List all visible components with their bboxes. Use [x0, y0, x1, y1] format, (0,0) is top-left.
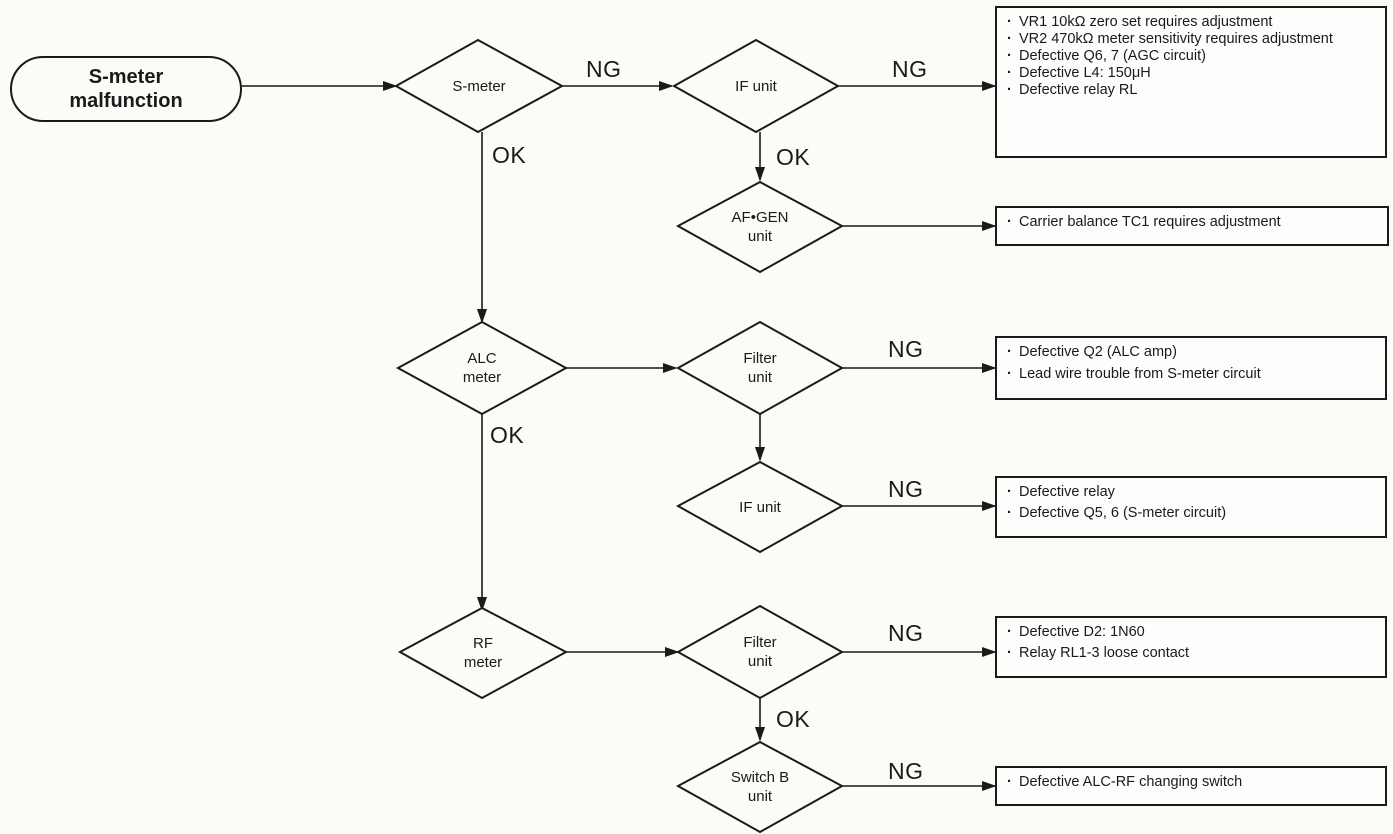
edge-label-ng-filter-unit-2: NG [888, 620, 924, 646]
decision-filter-unit-1-shape [675, 320, 845, 416]
decision-rf-meter-shape [397, 606, 569, 700]
decision-s-meter: S-meter [396, 40, 562, 132]
decision-rf-meter-label-line1: RF [473, 635, 493, 652]
result-box-if-unit-1: VR1 10kΩ zero set requires adjustment VR… [995, 6, 1387, 158]
result-box-switch-b-unit: Defective ALC-RF changing switch [995, 766, 1387, 806]
decision-af-gen-label-line2: unit [747, 228, 773, 245]
decision-filter-unit-1-label-line2: unit [747, 369, 773, 386]
decision-if-unit-1-label: IF unit [735, 77, 777, 95]
start-label-line1: S-meter [88, 66, 164, 88]
decision-switch-b-shape [675, 740, 845, 834]
decision-if-unit-2-label: IF unit [739, 498, 781, 516]
decision-switch-b-unit: Switch B unit [678, 742, 842, 832]
decision-af-gen-unit: AF•GEN unit [678, 182, 842, 272]
edge-label-ng-filter-unit-1: NG [888, 336, 924, 362]
decision-alc-meter-label-line1: ALC [467, 350, 497, 367]
result-item: Relay RL1-3 loose contact [1007, 645, 1375, 662]
decision-alc-meter: ALC meter [398, 322, 566, 414]
decision-rf-meter: RF meter [400, 608, 566, 698]
decision-if-unit-1: IF unit [674, 40, 838, 132]
decision-filter-unit-1-label-line1: Filter [743, 350, 777, 367]
result-item: VR1 10kΩ zero set requires adjustment [1007, 14, 1375, 31]
decision-if-unit-2: IF unit [678, 462, 842, 552]
edge-label-ok-if-unit-1: OK [776, 144, 811, 170]
decision-filter-unit-1: Filter unit [678, 322, 842, 414]
decision-s-meter-label: S-meter [452, 77, 506, 95]
result-item: Defective relay [1007, 484, 1375, 501]
decision-switch-b-label-line1: Switch B [730, 769, 790, 786]
result-item: Defective ALC-RF changing switch [1007, 774, 1375, 791]
result-box-if-unit-2: Defective relay Defective Q5, 6 (S-meter… [995, 476, 1387, 538]
start-label-line2: malfunction [69, 90, 183, 112]
edge-label-ok-filter-unit-2: OK [776, 706, 811, 732]
decision-filter-unit-2: Filter unit [678, 606, 842, 698]
decision-filter-unit-2-shape [675, 604, 845, 700]
decision-s-meter-shape [393, 38, 565, 134]
decision-af-gen-label-line1: AF•GEN [731, 209, 789, 226]
decision-rf-meter-label-line2: meter [463, 654, 503, 671]
edge-label-ok-alc-meter: OK [490, 422, 525, 448]
edge-label-ng-s-meter: NG [586, 56, 622, 82]
result-item: VR2 470kΩ meter sensitivity requires adj… [1007, 31, 1375, 48]
result-item: Defective Q5, 6 (S-meter circuit) [1007, 505, 1375, 522]
result-item: Lead wire trouble from S-meter circuit [1007, 366, 1375, 383]
result-box-filter-unit-2: Defective D2: 1N60 Relay RL1-3 loose con… [995, 616, 1387, 678]
result-box-filter-unit-1: Defective Q2 (ALC amp) Lead wire trouble… [995, 336, 1387, 400]
decision-af-gen-shape [675, 180, 845, 274]
decision-filter-unit-2-label-line1: Filter [743, 634, 777, 651]
result-item: Defective D2: 1N60 [1007, 624, 1375, 641]
decision-alc-meter-shape [395, 320, 569, 416]
decision-if-unit-1-shape [671, 38, 841, 134]
edge-label-ng-switch-b: NG [888, 758, 924, 784]
decision-if-unit-2-shape [675, 460, 845, 554]
result-item: Defective relay RL [1007, 82, 1375, 99]
result-item: Defective Q6, 7 (AGC circuit) [1007, 48, 1375, 65]
decision-switch-b-label-line2: unit [747, 788, 773, 805]
edge-label-ok-s-meter: OK [492, 142, 527, 168]
result-item: Defective Q2 (ALC amp) [1007, 344, 1375, 361]
result-item: Defective L4: 150μH [1007, 65, 1375, 82]
start-terminator: S-meter malfunction [10, 56, 242, 122]
edge-label-ng-if-unit-2: NG [888, 476, 924, 502]
decision-filter-unit-2-label-line2: unit [747, 653, 773, 670]
result-box-af-gen-unit: Carrier balance TC1 requires adjustment [995, 206, 1389, 246]
decision-alc-meter-label-line2: meter [462, 369, 502, 386]
result-item: Carrier balance TC1 requires adjustment [1007, 214, 1377, 231]
edge-label-ng-if-unit-1: NG [892, 56, 928, 82]
